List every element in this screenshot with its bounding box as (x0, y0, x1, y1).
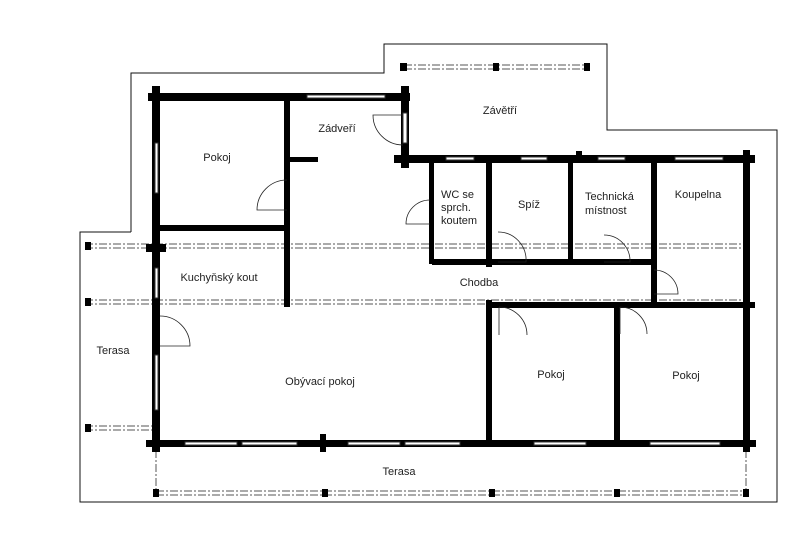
label-obyvaci-pokoj: Obývací pokoj (285, 376, 355, 388)
label-wc-2: sprch. (441, 202, 471, 214)
label-koupelna: Koupelna (675, 189, 722, 201)
label-terasa-bottom: Terasa (382, 466, 416, 478)
label-zadveri: Zádveří (318, 123, 355, 135)
label-pokoj-3: Pokoj (672, 370, 700, 382)
label-chodba: Chodba (460, 277, 499, 289)
label-technicka-2: místnost (585, 205, 627, 217)
label-zavetri: Závětří (483, 105, 517, 117)
label-technicka-1: Technická (585, 191, 635, 203)
site-boundary (79, 43, 778, 503)
room-labels: Pokoj Zádveří Závětří WC se sprch. koute… (96, 105, 722, 478)
label-spiz: Spíž (518, 199, 540, 211)
label-pokoj-2: Pokoj (537, 369, 565, 381)
label-terasa-left: Terasa (96, 345, 130, 357)
label-wc-1: WC se (441, 189, 474, 201)
windows (154, 94, 724, 446)
label-kuchynsky-kout: Kuchyňský kout (180, 272, 257, 284)
walls (146, 86, 756, 452)
label-wc-3: koutem (441, 215, 477, 227)
terrace-posts (85, 63, 749, 497)
doors (159, 114, 679, 347)
label-pokoj-1: Pokoj (203, 152, 231, 164)
